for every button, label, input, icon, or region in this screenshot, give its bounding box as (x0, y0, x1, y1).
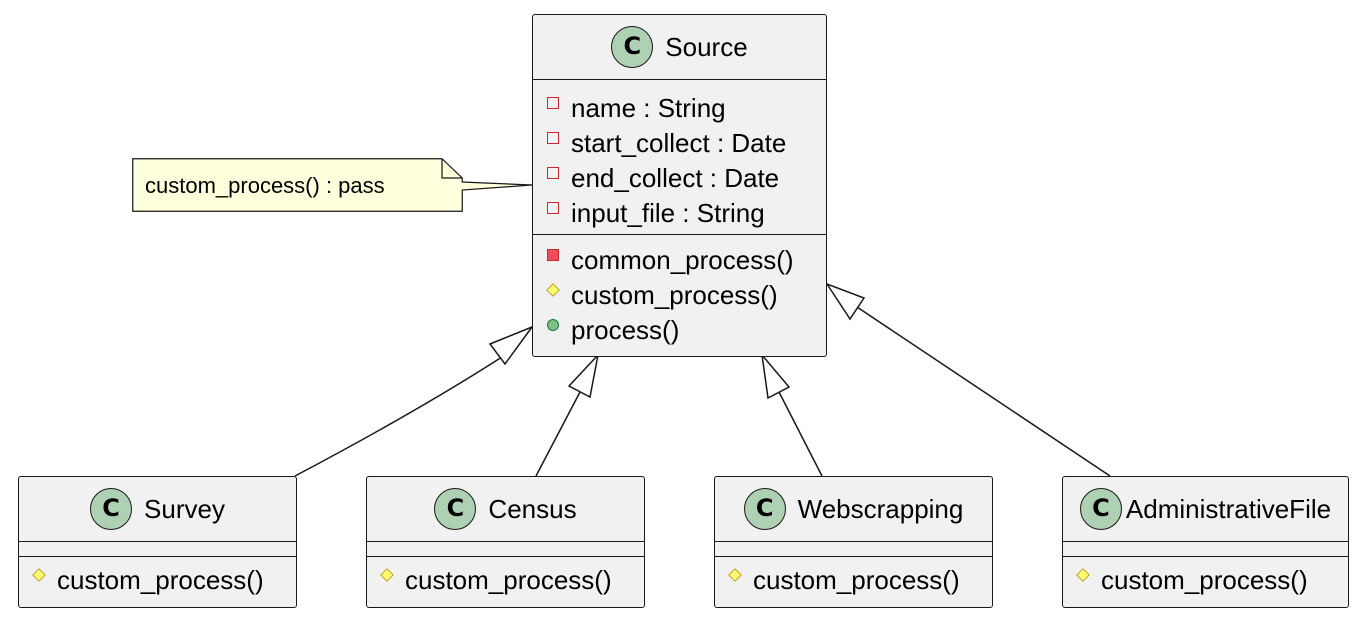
class-header: C Webscrapping (715, 477, 992, 541)
divider (19, 541, 296, 542)
inherit-arrow-adminfile (825, 282, 866, 321)
divider (533, 234, 826, 235)
divider (19, 556, 296, 557)
methods-compartment: custom_process() (367, 557, 644, 598)
edge-census-source (535, 391, 581, 477)
class-source[interactable]: C Source name : String start_collect : D… (532, 14, 827, 357)
protected-method-icon (32, 567, 46, 582)
divider (715, 556, 992, 557)
protected-method-icon (380, 567, 394, 582)
class-name: Census (488, 493, 577, 524)
inherit-arrow-survey (488, 325, 535, 366)
class-header: C Census (367, 477, 644, 541)
class-name: Survey (144, 493, 225, 524)
private-field-icon (547, 131, 559, 144)
methods-compartment: custom_process() (1063, 557, 1348, 598)
class-icon: C (743, 488, 786, 530)
protected-method-icon (728, 567, 742, 582)
inherit-arrow-webscrapping (760, 352, 791, 400)
note-text: custom_process() : pass (145, 173, 385, 198)
class-icon: C (90, 488, 133, 530)
public-method-icon (547, 318, 559, 331)
method: custom_process() (715, 563, 992, 598)
class-header: C AdministrativeFile (1063, 477, 1348, 541)
edge-survey-source (294, 354, 506, 477)
field: end_collect : Date (533, 161, 826, 196)
class-icon: C (611, 26, 654, 68)
field: input_file : String (533, 196, 826, 231)
method: custom_process() (533, 278, 826, 313)
class-icon: C (1079, 488, 1122, 530)
method: common_process() (533, 243, 826, 278)
methods-compartment: common_process() custom_process() proces… (533, 235, 826, 348)
class-name: AdministrativeFile (1125, 493, 1332, 524)
methods-compartment: custom_process() (19, 557, 296, 598)
protected-method-icon (546, 282, 560, 297)
divider (367, 541, 644, 542)
protected-method-icon (1076, 567, 1090, 582)
note: custom_process() : pass (132, 158, 533, 212)
class-name: Webscrapping (797, 493, 964, 524)
method: custom_process() (1063, 563, 1348, 598)
private-method-icon (547, 248, 559, 261)
divider (715, 541, 992, 542)
fields-compartment (19, 542, 296, 556)
class-census[interactable]: C Census custom_process() (366, 476, 645, 608)
method: custom_process() (19, 563, 296, 598)
class-survey[interactable]: C Survey custom_process() (18, 476, 297, 608)
fields-compartment (1063, 542, 1348, 556)
class-administrativefile[interactable]: C AdministrativeFile custom_process() (1062, 476, 1349, 608)
class-name: Source (665, 31, 748, 62)
private-field-icon (547, 166, 559, 179)
divider (367, 556, 644, 557)
class-webscrapping[interactable]: C Webscrapping custom_process() (714, 476, 993, 608)
edge-adminfile-source (856, 306, 1111, 477)
fields-compartment (367, 542, 644, 556)
class-icon: C (434, 488, 477, 530)
divider (533, 79, 826, 80)
field: name : String (533, 91, 826, 126)
fields-compartment: name : String start_collect : Date end_c… (533, 80, 826, 234)
divider (1063, 541, 1348, 542)
edge-webscrapping-source (778, 391, 823, 477)
methods-compartment: custom_process() (715, 557, 992, 598)
field: start_collect : Date (533, 126, 826, 161)
method: custom_process() (367, 563, 644, 598)
class-header: C Survey (19, 477, 296, 541)
divider (1063, 556, 1348, 557)
private-field-icon (547, 201, 559, 214)
private-field-icon (547, 96, 559, 109)
class-header: C Source (533, 15, 826, 79)
inherit-arrow-census (567, 352, 600, 399)
method: process() (533, 313, 826, 348)
fields-compartment (715, 542, 992, 556)
